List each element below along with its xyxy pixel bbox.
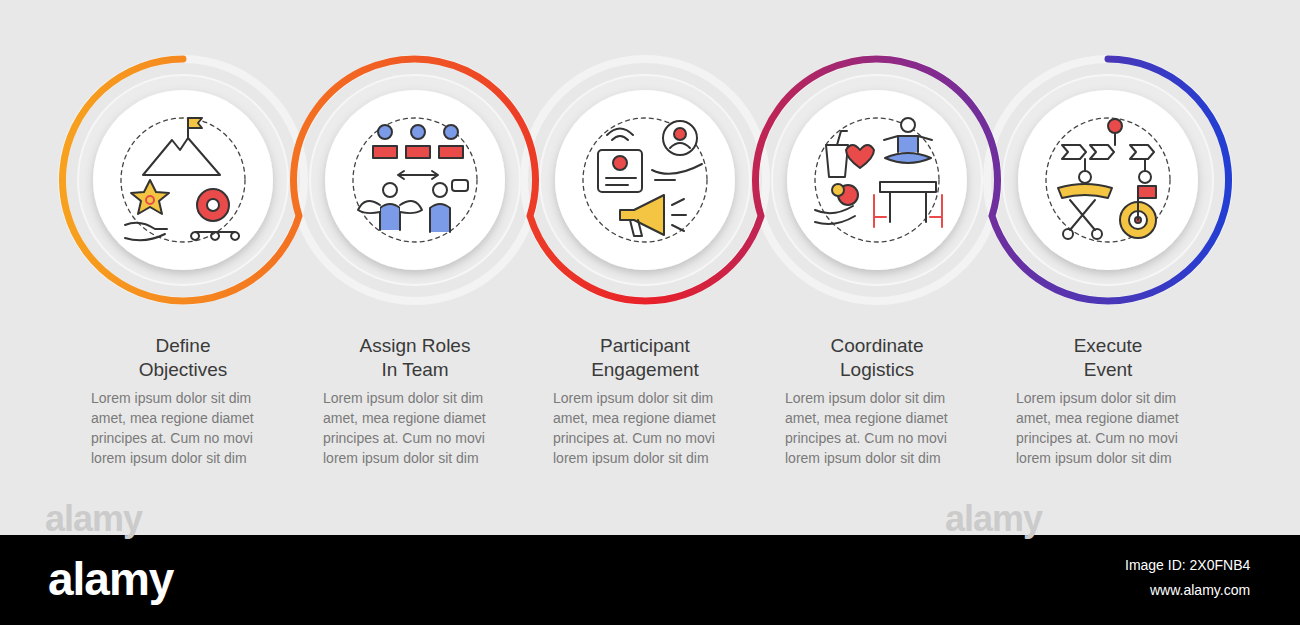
step-description: Lorem ipsum dolor sit dim amet, mea regi…: [785, 388, 969, 468]
step-node: Coordinate LogisticsLorem ipsum dolor si…: [767, 334, 987, 468]
step-title: Define Objectives: [123, 334, 244, 382]
footer-bar: [0, 535, 1300, 625]
image-id: Image ID: 2X0FNB4: [1125, 557, 1250, 573]
step-title: Execute Event: [1048, 334, 1169, 382]
brand-logo: alamy: [48, 552, 173, 606]
ring-backgrounds: [62, 59, 1229, 301]
step-description: Lorem ipsum dolor sit dim amet, mea regi…: [553, 388, 737, 468]
step-node: Assign Roles In TeamLorem ipsum dolor si…: [305, 334, 525, 468]
step-node: Participant EngagementLorem ipsum dolor …: [535, 334, 755, 468]
step-icons: [121, 118, 1170, 242]
watermark: alamy: [945, 498, 1042, 540]
watermark: alamy: [45, 498, 142, 540]
step-title: Participant Engagement: [585, 334, 706, 382]
loop-ribbon: [62, 59, 1228, 301]
step-title: Coordinate Logistics: [817, 334, 938, 382]
step-node: Execute EventLorem ipsum dolor sit dim a…: [998, 334, 1218, 468]
step-node: Define ObjectivesLorem ipsum dolor sit d…: [73, 334, 293, 468]
step-title: Assign Roles In Team: [355, 334, 476, 382]
step-description: Lorem ipsum dolor sit dim amet, mea regi…: [1016, 388, 1200, 468]
step-description: Lorem ipsum dolor sit dim amet, mea regi…: [91, 388, 275, 468]
website-url: www.alamy.com: [1150, 582, 1250, 598]
step-description: Lorem ipsum dolor sit dim amet, mea regi…: [323, 388, 507, 468]
